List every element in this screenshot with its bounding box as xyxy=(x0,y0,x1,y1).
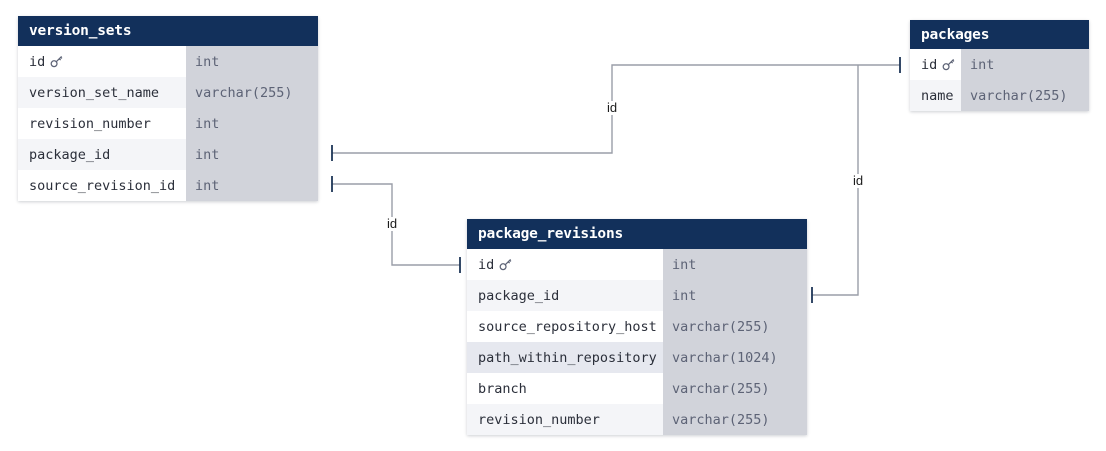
field-row[interactable]: id int xyxy=(18,46,318,77)
field-name-name: name xyxy=(910,80,961,111)
field-row[interactable]: path_within_repository varchar(1024) xyxy=(467,342,807,373)
field-name-label: revision_number xyxy=(478,411,600,428)
field-name-revision_number: revision_number xyxy=(18,108,186,139)
field-row[interactable]: revision_number varchar(255) xyxy=(467,404,807,435)
field-row[interactable]: branch varchar(255) xyxy=(467,373,807,404)
field-row[interactable]: id int xyxy=(910,49,1089,80)
field-name-source_revision_id: source_revision_id xyxy=(18,170,186,201)
primary-key-icon xyxy=(50,55,63,68)
field-type-id: int xyxy=(961,49,1089,80)
relationship-label-version_sets-package_id-to-packages-id: id xyxy=(603,101,621,115)
field-type-branch: varchar(255) xyxy=(663,373,807,404)
field-name-label: version_set_name xyxy=(29,84,160,101)
field-name-package_id: package_id xyxy=(467,280,663,311)
field-type-id: int xyxy=(186,46,318,77)
entity-title-packages: packages xyxy=(910,20,1089,49)
field-name-label: id xyxy=(29,53,46,70)
primary-key-icon xyxy=(499,258,512,271)
field-row[interactable]: id int xyxy=(467,249,807,280)
field-name-source_repository_host: source_repository_host xyxy=(467,311,663,342)
field-row[interactable]: package_id int xyxy=(467,280,807,311)
field-type-package_id: int xyxy=(186,139,318,170)
relationship-label-version_sets-source_revision_id-to-package_revisions-id: id xyxy=(383,217,401,231)
field-name-label: path_within_repository xyxy=(478,349,657,366)
field-name-id: id xyxy=(18,46,186,77)
field-name-package_id: package_id xyxy=(18,139,186,170)
field-name-label: id xyxy=(921,56,938,73)
field-type-name: varchar(255) xyxy=(961,80,1089,111)
entity-title-version_sets: version_sets xyxy=(18,16,318,46)
entity-title-package_revisions: package_revisions xyxy=(467,219,807,249)
field-name-revision_number: revision_number xyxy=(467,404,663,435)
field-name-label: package_id xyxy=(478,287,560,304)
field-name-label: package_id xyxy=(29,146,111,163)
field-name-version_set_name: version_set_name xyxy=(18,77,186,108)
field-type-path_within_repository: varchar(1024) xyxy=(663,342,807,373)
field-type-source_repository_host: varchar(255) xyxy=(663,311,807,342)
field-name-label: source_repository_host xyxy=(478,318,657,335)
field-name-label: source_revision_id xyxy=(29,177,176,194)
field-name-id: id xyxy=(467,249,663,280)
field-name-label: name xyxy=(921,87,954,104)
field-row[interactable]: source_repository_host varchar(255) xyxy=(467,311,807,342)
field-row[interactable]: revision_number int xyxy=(18,108,318,139)
field-row[interactable]: name varchar(255) xyxy=(910,80,1089,111)
field-row[interactable]: version_set_name varchar(255) xyxy=(18,77,318,108)
primary-key-icon xyxy=(942,58,955,71)
field-type-version_set_name: varchar(255) xyxy=(186,77,318,108)
field-name-label: branch xyxy=(478,380,527,397)
field-name-id: id xyxy=(910,49,961,80)
field-row[interactable]: source_revision_id int xyxy=(18,170,318,201)
field-name-path_within_repository: path_within_repository xyxy=(467,342,663,373)
field-type-package_id: int xyxy=(663,280,807,311)
field-type-revision_number: int xyxy=(186,108,318,139)
field-name-label: revision_number xyxy=(29,115,151,132)
field-name-label: id xyxy=(478,256,495,273)
field-type-source_revision_id: int xyxy=(186,170,318,201)
field-type-id: int xyxy=(663,249,807,280)
field-type-revision_number: varchar(255) xyxy=(663,404,807,435)
field-name-branch: branch xyxy=(467,373,663,404)
field-row[interactable]: package_id int xyxy=(18,139,318,170)
relationship-label-package_revisions-package_id-to-packages-id: id xyxy=(849,174,867,188)
